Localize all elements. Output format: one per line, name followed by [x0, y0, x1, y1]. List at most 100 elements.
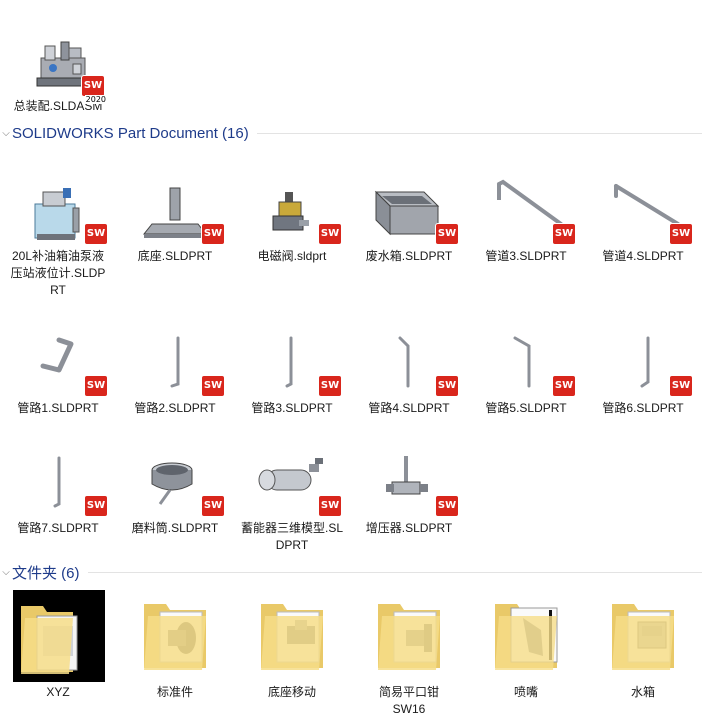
folder-thumbnail — [588, 586, 698, 682]
part-model-icon — [398, 336, 410, 388]
folder-label: XYZ — [46, 685, 70, 699]
group-header-folders[interactable]: ⌵ 文件夹 (6) — [0, 562, 704, 582]
file-label: 管路2.SLDPRT — [134, 401, 216, 415]
badge-text: SW — [437, 228, 457, 239]
folder-item[interactable]: 标准件 — [120, 586, 230, 701]
badge-text: SW — [83, 80, 103, 91]
badge-text: SW — [671, 380, 691, 391]
part-thumbnail: SW — [354, 330, 464, 396]
solidworks-badge-icon: SW — [319, 496, 341, 516]
group-title: SOLIDWORKS Part Document (16) — [12, 124, 249, 142]
badge-text: SW — [86, 500, 106, 511]
solidworks-badge-icon: SW — [319, 376, 341, 396]
folder-item[interactable]: XYZ — [3, 586, 113, 701]
file-label: 管路6.SLDPRT — [602, 401, 684, 415]
part-model-icon — [170, 336, 180, 388]
folder-icon — [261, 604, 323, 670]
file-label: 管路1.SLDPRT — [17, 401, 99, 415]
part-thumbnail: SW — [588, 330, 698, 396]
file-label: 20L补油箱油泵液压站液位计.SLDPRT — [10, 249, 106, 297]
badge-text: SW — [671, 228, 691, 239]
file-item-part[interactable]: SW 管路1.SLDPRT — [3, 330, 113, 417]
badge-text: SW — [86, 380, 106, 391]
solidworks-badge-icon: SW — [553, 376, 575, 396]
part-thumbnail: SW — [120, 450, 230, 516]
file-item-part[interactable]: SW 底座.SLDPRT — [120, 178, 230, 265]
part-thumbnail: SW — [237, 178, 347, 244]
group-divider — [256, 132, 702, 134]
file-item-part[interactable]: SW 管路2.SLDPRT — [120, 330, 230, 417]
file-item-part[interactable]: SW 管道3.SLDPRT — [471, 178, 581, 265]
version-badge: 2020 — [84, 95, 107, 104]
folder-item[interactable]: 简易平口钳SW16 — [354, 586, 464, 718]
part-thumbnail: SW — [471, 178, 581, 244]
folder-thumbnail — [471, 586, 581, 682]
folder-item[interactable]: 底座移动 — [237, 586, 347, 701]
badge-text: SW — [203, 380, 223, 391]
folder-item[interactable]: 水箱 — [588, 586, 698, 701]
badge-text: SW — [203, 228, 223, 239]
part-model-icon — [513, 336, 531, 388]
solidworks-badge-icon: SW — [670, 376, 692, 396]
folder-thumbnail — [3, 586, 113, 682]
folder-label: 水箱 — [630, 685, 655, 699]
badge-text: SW — [437, 380, 457, 391]
badge-text: SW — [554, 228, 574, 239]
part-thumbnail: SW — [237, 330, 347, 396]
solidworks-badge-icon: SW — [202, 376, 224, 396]
file-item-part[interactable]: SW 磨料筒.SLDPRT — [120, 450, 230, 537]
folder-thumbnail — [354, 586, 464, 682]
part-model-icon — [258, 458, 323, 491]
solidworks-badge-icon: SW — [436, 496, 458, 516]
part-model-icon — [640, 336, 650, 388]
badge-text: SW — [320, 380, 340, 391]
file-item-part[interactable]: SW 管路6.SLDPRT — [588, 330, 698, 417]
file-item-part[interactable]: SW 管路4.SLDPRT — [354, 330, 464, 417]
folder-icon — [378, 604, 440, 670]
folder-label: 简易平口钳SW16 — [378, 685, 439, 716]
part-model-icon — [142, 187, 208, 238]
part-thumbnail: SW — [120, 178, 230, 244]
file-label: 管路4.SLDPRT — [368, 401, 450, 415]
chevron-down-icon[interactable]: ⌵ — [2, 566, 10, 578]
file-label: 磨料筒.SLDPRT — [131, 521, 219, 535]
badge-text: SW — [203, 500, 223, 511]
folder-icon — [495, 604, 558, 670]
chevron-down-icon[interactable]: ⌵ — [2, 127, 10, 139]
part-model-icon — [53, 456, 61, 508]
part-model-icon — [386, 456, 428, 495]
part-thumbnail: SW — [3, 330, 113, 396]
solidworks-badge-icon: SW — [319, 224, 341, 244]
solidworks-badge-icon: SW — [670, 224, 692, 244]
solidworks-badge-icon: SW — [202, 224, 224, 244]
badge-text: SW — [554, 380, 574, 391]
part-thumbnail: SW — [471, 330, 581, 396]
group-header-parts[interactable]: ⌵ SOLIDWORKS Part Document (16) — [0, 123, 704, 143]
file-label: 管路5.SLDPRT — [485, 401, 567, 415]
folder-label: 喷嘴 — [513, 685, 538, 699]
file-item-part[interactable]: SW 管路5.SLDPRT — [471, 330, 581, 417]
part-model-icon — [497, 179, 563, 226]
file-item-part[interactable]: SW 蓄能器三维模型.SLDPRT — [237, 450, 347, 554]
folder-thumbnail — [237, 586, 347, 682]
solidworks-badge-icon: SW — [85, 496, 107, 516]
part-model-icon — [40, 337, 74, 373]
file-label: 蓄能器三维模型.SLDPRT — [241, 521, 344, 552]
file-item-assembly[interactable]: SW 2020 总装配.SLDASM — [3, 38, 113, 115]
part-model-icon — [34, 188, 80, 240]
file-label: 底座.SLDPRT — [137, 249, 213, 263]
part-model-icon — [272, 192, 309, 231]
solidworks-badge-icon: SW — [553, 224, 575, 244]
badge-text: SW — [320, 500, 340, 511]
solidworks-badge-icon: SW — [85, 376, 107, 396]
file-label: 管道3.SLDPRT — [485, 249, 567, 263]
folder-item[interactable]: 喷嘴 — [471, 586, 581, 701]
solidworks-badge-icon: SW — [436, 224, 458, 244]
